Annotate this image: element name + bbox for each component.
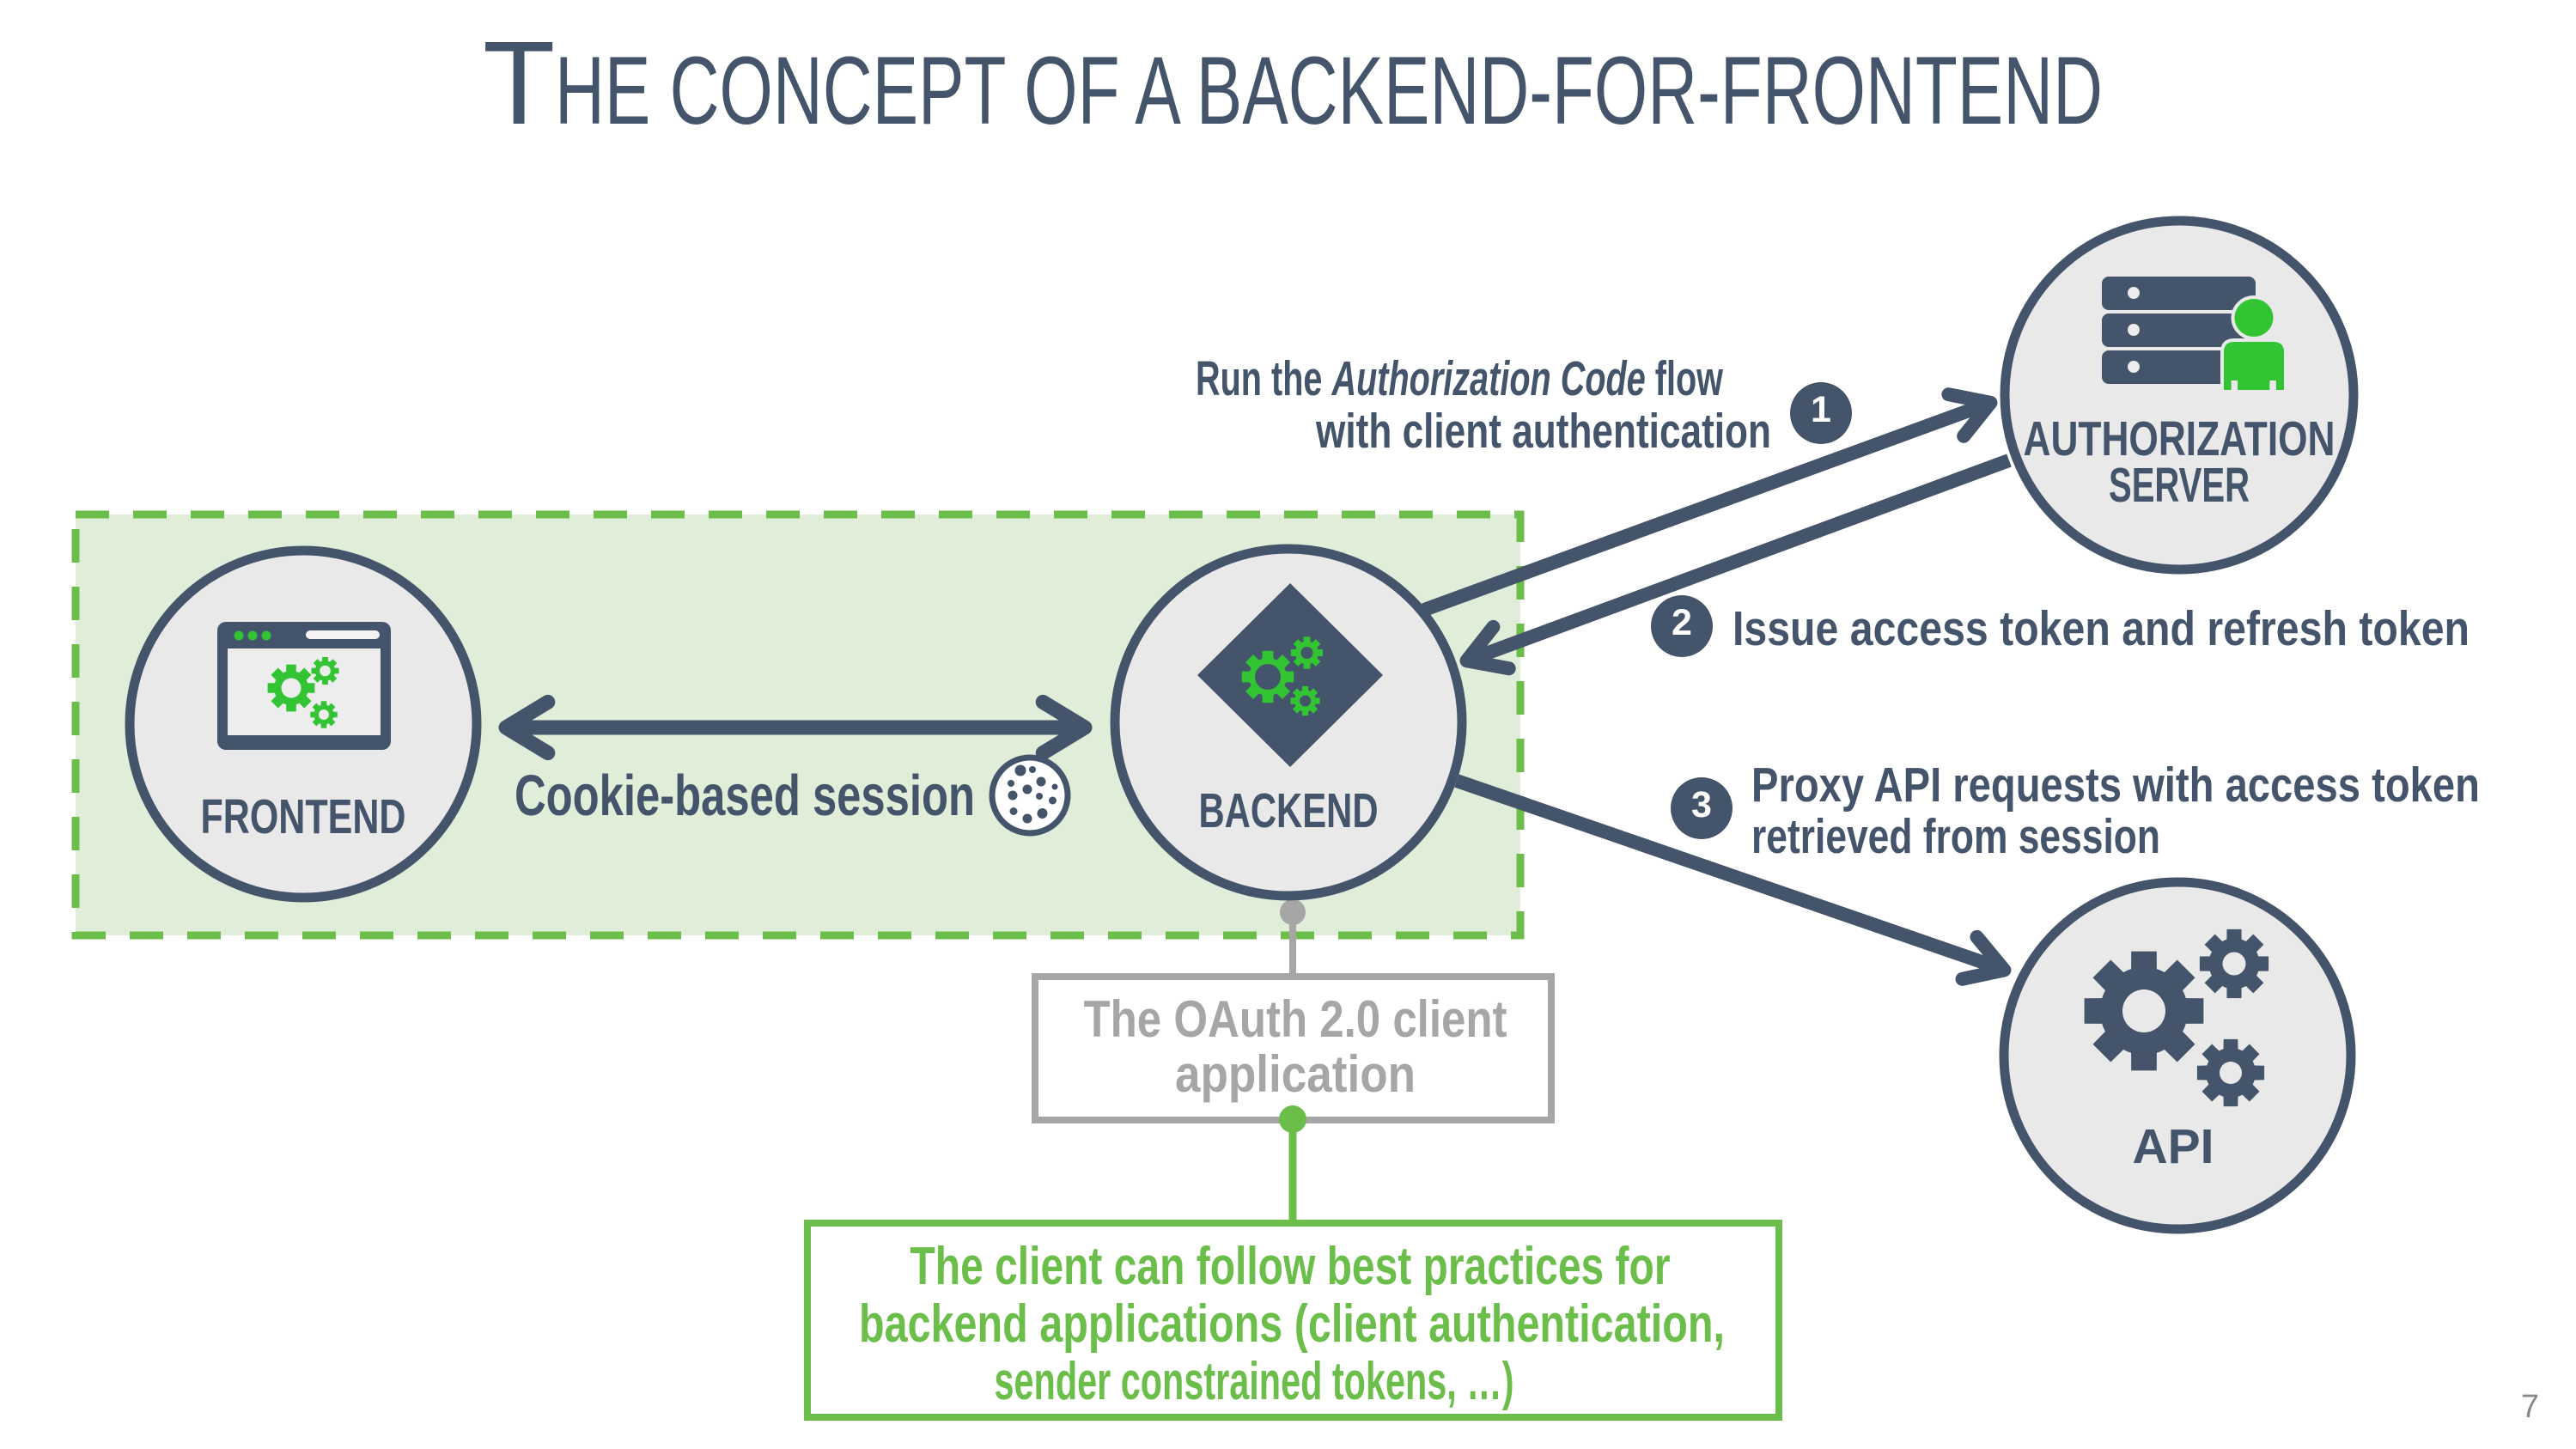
svg-text:3: 3 [1691, 784, 1712, 825]
svg-text:AUTHORIZATION: AUTHORIZATION [2024, 411, 2335, 466]
svg-text:SERVER: SERVER [2109, 458, 2250, 513]
svg-text:2: 2 [1672, 602, 1692, 643]
svg-text:1: 1 [1811, 389, 1831, 430]
svg-text:7: 7 [2521, 1389, 2539, 1425]
svg-text:The OAuth 2.0 client: The OAuth 2.0 client [1084, 990, 1507, 1048]
svg-text:HE CONCEPT OF A BACKEND-FOR-FR: HE CONCEPT OF A BACKEND-FOR-FRONTEND [555, 37, 2103, 144]
svg-text:Proxy API requests with access: Proxy API requests with access token [1751, 758, 2480, 813]
svg-text:FRONTEND: FRONTEND [201, 789, 406, 844]
svg-text:Run the Authorization Code flo: Run the Authorization Code flow [1196, 351, 1723, 406]
svg-text:BACKEND: BACKEND [1199, 783, 1379, 838]
svg-text:retrieved from session: retrieved from session [1751, 809, 2160, 864]
svg-text:with client authentication: with client authentication [1315, 404, 1771, 459]
svg-text:sender constrained tokens, …): sender constrained tokens, …) [995, 1352, 1514, 1411]
svg-text:Cookie-based session: Cookie-based session [515, 764, 975, 828]
svg-text:The client can follow best pra: The client can follow best practices for [910, 1237, 1671, 1296]
svg-text:API: API [2132, 1119, 2214, 1174]
svg-text:backend applications (client a: backend applications (client authenticat… [859, 1294, 1725, 1354]
svg-text:T: T [483, 17, 555, 149]
svg-text:Issue access token and refresh: Issue access token and refresh token [1733, 601, 2469, 656]
svg-text:application: application [1175, 1045, 1416, 1103]
